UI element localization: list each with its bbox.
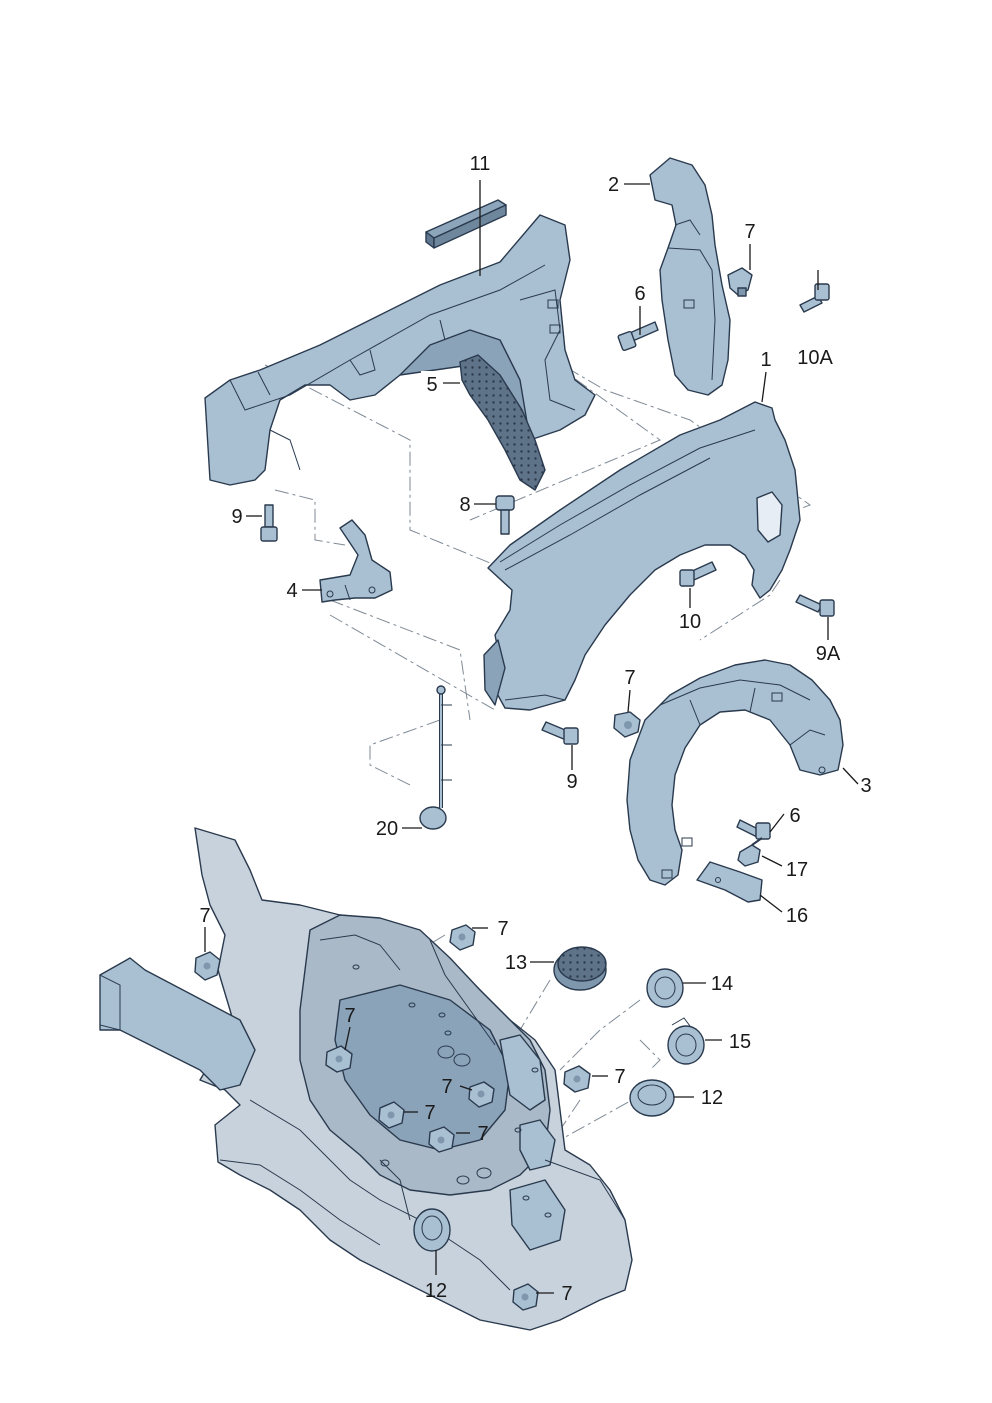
callout-7-a: 7 [744, 221, 755, 243]
callout-7-j: 7 [561, 1283, 572, 1305]
callout-5-box [421, 371, 443, 395]
clip-7-bottom [512, 1283, 539, 1311]
clip-7-top [727, 267, 753, 297]
callout-5: 5 [426, 374, 437, 396]
grommet-12-right [629, 1079, 675, 1117]
part-3-wheel-arch-liner [626, 659, 844, 886]
callout-12-b: 12 [425, 1280, 447, 1302]
body-shell-front-section [99, 827, 633, 1331]
screw-6-top [617, 321, 659, 352]
plug-13-dotted-cap [553, 946, 607, 991]
screw-9-lower [541, 721, 579, 745]
callout-7-i: 7 [477, 1123, 488, 1145]
callout-11: 11 [470, 153, 491, 175]
callout-2: 2 [608, 174, 619, 196]
callout-1: 1 [760, 349, 771, 371]
clip-7-inner-b [468, 1081, 495, 1108]
screw-10a [799, 283, 830, 313]
callout-7-b: 7 [624, 667, 635, 689]
clip-7-upper-middle [449, 924, 476, 951]
part-11-strip [425, 199, 507, 249]
grommet-12-bottom [413, 1208, 451, 1252]
callout-17: 17 [786, 859, 808, 881]
clip-7-inner-a [325, 1045, 353, 1073]
callout-16: 16 [786, 905, 808, 927]
screw-8 [495, 495, 515, 535]
part-2-bracket [649, 157, 731, 396]
callout-9-a: 9 [231, 506, 242, 528]
clip-7-inner-c [378, 1101, 405, 1129]
callout-6-a: 6 [634, 283, 645, 305]
callout-6-b: 6 [789, 805, 800, 827]
leader-lines [204, 180, 859, 1294]
callout-8: 8 [459, 494, 470, 516]
callout-10a: 10A [797, 347, 833, 369]
callout-10: 10 [679, 611, 701, 633]
callout-20: 20 [376, 818, 398, 840]
part-1-front-fender [483, 401, 801, 711]
screw-6-lower [736, 819, 771, 840]
callout-labels: 11 2 7 6 1 10A 5 8 9 4 10 9A 7 9 3 6 20 … [199, 153, 871, 1305]
callout-7-e: 7 [344, 1005, 355, 1027]
part-20-rod-with-disc [419, 685, 452, 830]
callout-7-h: 7 [424, 1102, 435, 1124]
part-17-stud [737, 837, 763, 867]
screw-10 [679, 561, 717, 587]
clip-7-left [194, 951, 221, 981]
callout-13: 13 [505, 952, 527, 974]
clip-7-mid [613, 711, 641, 738]
callout-12-a: 12 [701, 1087, 723, 1109]
grommet-15 [667, 1017, 705, 1065]
callout-3: 3 [860, 775, 871, 797]
callout-9-b: 9 [566, 771, 577, 793]
screw-9a [795, 594, 835, 617]
callout-4: 4 [286, 580, 297, 602]
callout-15: 15 [729, 1031, 751, 1053]
part-4-bracket [319, 519, 393, 603]
part-5-insulation-pad [459, 354, 546, 491]
clip-7-inner-d [428, 1126, 455, 1153]
callout-14: 14 [711, 973, 733, 995]
grommet-14 [646, 968, 684, 1008]
part-16-bracket [696, 861, 763, 903]
callout-7-f: 7 [614, 1066, 625, 1088]
callout-9a: 9A [816, 643, 841, 665]
callout-7-d: 7 [497, 918, 508, 940]
screw-9-left [260, 504, 278, 542]
callout-7-g: 7 [441, 1076, 452, 1098]
fasteners [194, 267, 835, 1311]
callout-7-c: 7 [199, 905, 210, 927]
clip-7-right [563, 1065, 591, 1093]
